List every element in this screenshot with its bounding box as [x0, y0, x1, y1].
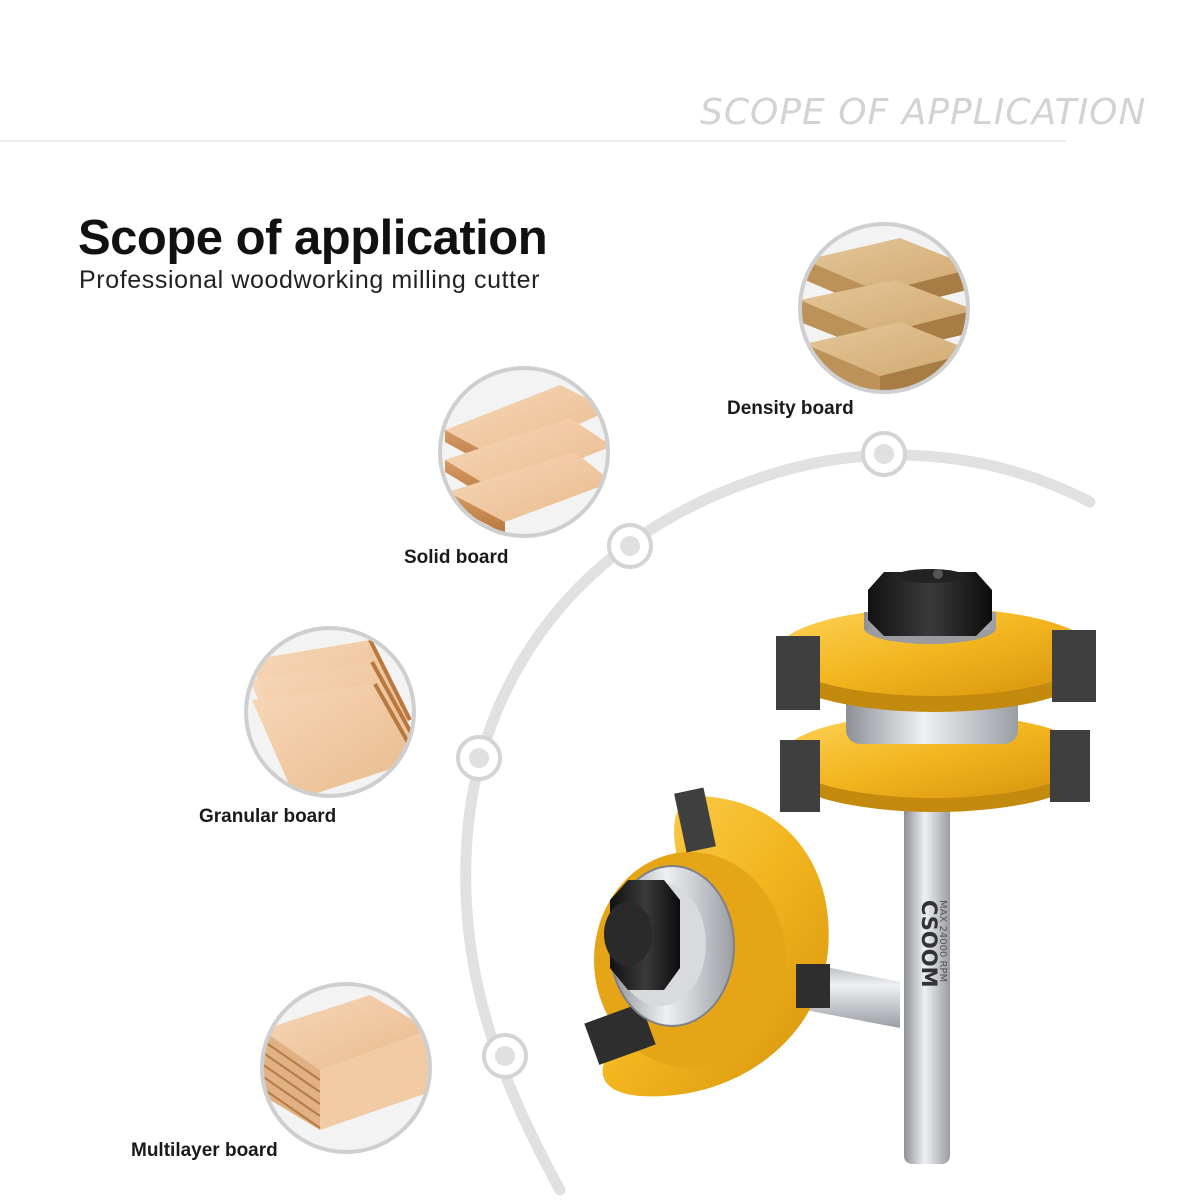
router-bit-vertical: CSOOM MAX 24000 RPM	[776, 569, 1096, 1164]
page-subtitle: Professional woodworking milling cutter	[79, 266, 541, 294]
arc-node	[607, 523, 653, 569]
density-board-image	[798, 222, 970, 394]
multilayer-board-image	[260, 982, 432, 1154]
arc-node	[482, 1033, 528, 1079]
router-bit-horizontal	[584, 787, 900, 1097]
section-banner: SCOPE OF APPLICATION	[700, 92, 1147, 133]
page-title: Scope of application	[78, 211, 548, 265]
shank-marking: MAX 24000 RPM	[937, 900, 948, 982]
brand-mark: CSOOM	[917, 900, 941, 988]
board-label-multilayer: Multilayer board	[131, 1140, 278, 1161]
board-label-granular: Granular board	[199, 806, 337, 827]
arc-node	[456, 735, 502, 781]
banner-divider	[0, 140, 1066, 142]
solid-board-image	[438, 366, 610, 538]
arc-node	[861, 431, 907, 477]
timeline-arc	[460, 449, 1096, 1196]
board-label-density: Density board	[727, 398, 854, 419]
granular-board-image	[244, 626, 416, 798]
board-label-solid: Solid board	[404, 547, 509, 568]
